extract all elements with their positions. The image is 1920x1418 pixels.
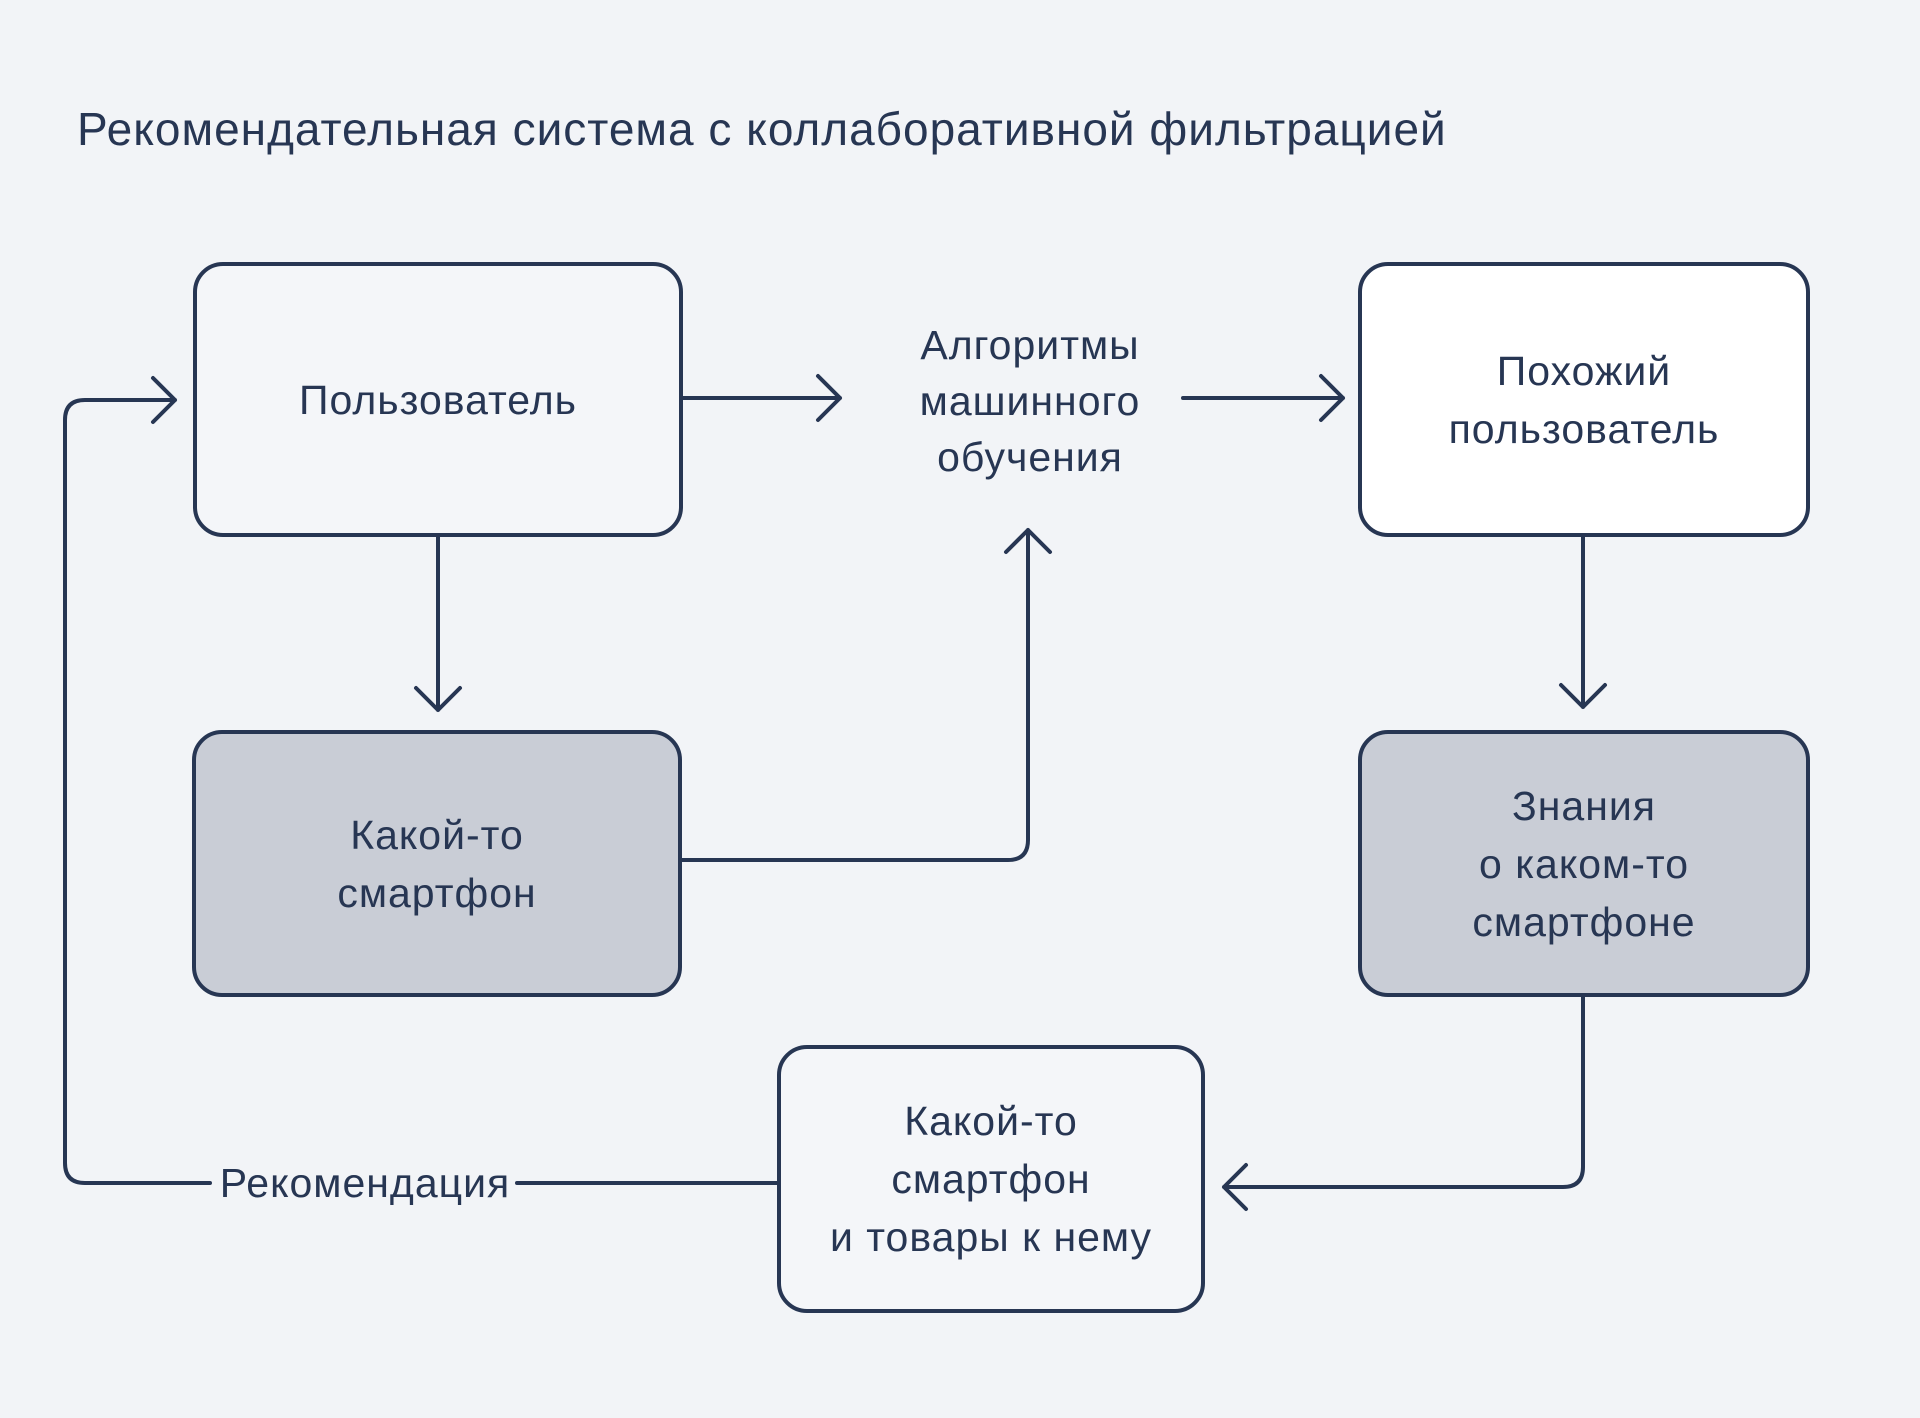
label-line: машинного: [919, 378, 1141, 424]
diagram-title: Рекомендательная система с коллаборативн…: [77, 103, 1447, 155]
label-line: Какой-то: [904, 1098, 1078, 1144]
node-similar-user: Похожий пользователь: [1358, 262, 1810, 537]
label-line: о каком-то: [1479, 840, 1689, 887]
edge-ml-to-similar-user-arrow: [1181, 374, 1345, 422]
label-line: смартфон: [891, 1156, 1091, 1202]
node-user: Пользователь: [193, 262, 683, 537]
edge-user-to-ml-arrow: [681, 374, 842, 422]
edge-smartphone-to-ml-arrow: [680, 528, 1052, 862]
edge-similar-user-to-knowledge-arrow: [1559, 535, 1607, 709]
node-recommendation-output: Какой-то смартфон и товары к нему: [777, 1045, 1205, 1313]
label-line: Какой-то: [350, 811, 524, 858]
label-line: смартфоне: [1472, 898, 1696, 945]
label-line: Пользователь: [298, 376, 578, 423]
node-some-smartphone: Какой-то смартфон: [192, 730, 682, 997]
label-line: Похожий: [1496, 347, 1672, 394]
node-ml-algorithms: Алгоритмы машинного обучения: [860, 317, 1200, 485]
label-line: и товары к нему: [829, 1214, 1153, 1260]
edge-knowledge-to-output-arrow: [1222, 995, 1585, 1211]
label-line: пользователь: [1448, 405, 1720, 452]
label-line: обучения: [937, 434, 1123, 480]
edge-label-recommendation: Рекомендация: [219, 1160, 511, 1206]
label-line: Знания: [1512, 782, 1656, 829]
node-knowledge: Знания о каком-то смартфоне: [1358, 730, 1810, 997]
label-line: Алгоритмы: [920, 322, 1140, 368]
label-line: смартфон: [337, 869, 537, 916]
edge-user-to-smartphone-arrow: [414, 535, 462, 712]
